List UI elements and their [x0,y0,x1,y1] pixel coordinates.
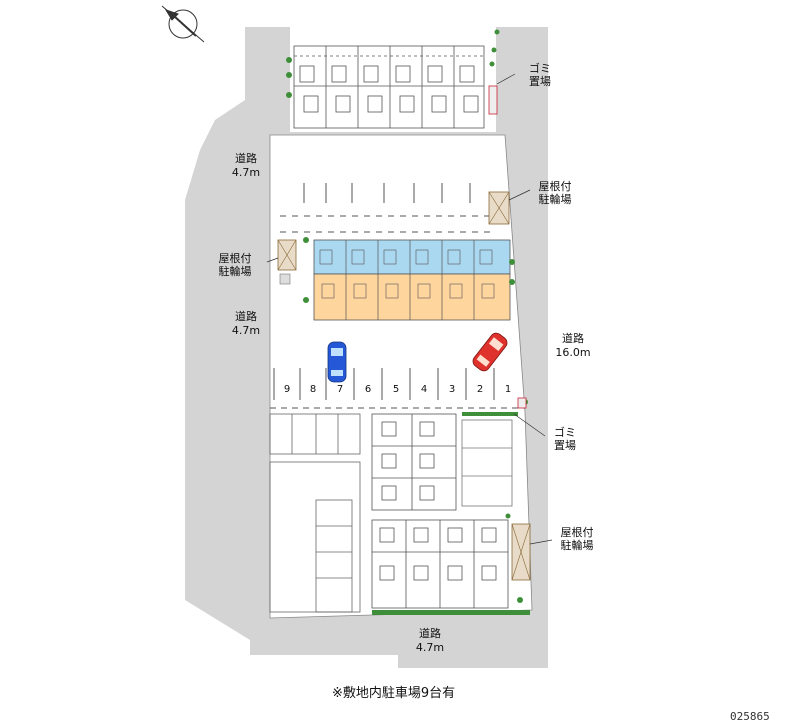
greenery-d [372,513,530,615]
parking-slot-3: 3 [448,384,456,395]
building-b [313,239,511,321]
leader-lines [266,73,553,545]
parking-row [270,368,525,409]
garbage-station-1 [488,85,498,115]
upper-parking-lines [280,183,496,233]
greenery-a [286,29,500,98]
lower-left-parking [269,413,361,613]
parking-slot-9: 9 [283,384,291,395]
building-d [371,519,509,609]
garbage-station-2 [517,397,527,409]
parking-slot-7: 7 [336,384,344,395]
map-code: 025865 [730,710,770,723]
parking-slot-8: 8 [309,384,317,395]
label-bike-shelter-1: 屋根付駐輪場 [538,180,572,206]
parking-slot-1: 1 [504,384,512,395]
parking-footnote: ※敷地内駐車場9台有 [332,686,456,701]
parking-slot-4: 4 [420,384,428,395]
red-car [472,332,508,372]
north-arrow-icon [161,5,205,43]
greenery-b [303,237,515,303]
label-bike-shelter-2: 屋根付駐輪場 [218,252,252,278]
parking-slot-5: 5 [392,384,400,395]
building-a [293,45,485,129]
label-garbage-1: ゴミ置場 [529,62,551,88]
blue-car [327,341,347,383]
parking-slot-6: 6 [364,384,372,395]
label-bike-shelter-3: 屋根付駐輪場 [560,526,594,552]
parking-slot-2: 2 [476,384,484,395]
building-c [371,413,513,511]
label-garbage-2: ゴミ置場 [554,426,576,452]
